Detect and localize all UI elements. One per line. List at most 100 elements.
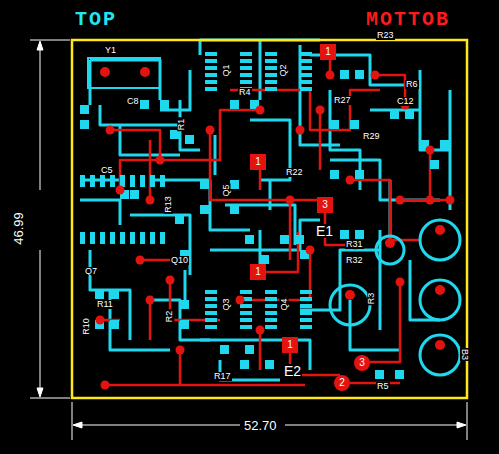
part-label: R11: [96, 300, 114, 309]
smd-pad: [245, 235, 254, 244]
pad-number: 1: [325, 47, 331, 57]
smd-pad: [240, 360, 249, 369]
via: [176, 346, 185, 355]
via: [306, 246, 315, 255]
numbered-pad: [354, 355, 370, 371]
via: [146, 196, 155, 205]
ic-pad: [110, 232, 115, 244]
via: [106, 126, 115, 135]
part-label: R3: [367, 292, 376, 306]
smd-pad: [350, 120, 359, 129]
crystal-pin: [100, 67, 110, 77]
via: [136, 256, 145, 265]
smd-pad: [390, 110, 399, 119]
smd-pad: [355, 70, 364, 79]
part-label: C12: [396, 97, 415, 106]
part-label: E1: [315, 224, 334, 238]
dimension-value: 52.70: [243, 419, 278, 432]
smd-pad: [395, 370, 404, 379]
smd-pad: [230, 100, 239, 109]
part-label: R23: [376, 31, 395, 40]
pad-number: 1: [255, 157, 261, 167]
smd-pad: [260, 255, 269, 264]
smd-pad: [295, 235, 304, 244]
ic-pad: [265, 311, 277, 315]
capacitor-pin: [345, 290, 355, 300]
ic-pad: [200, 180, 209, 189]
via: [426, 146, 435, 155]
via: [446, 196, 455, 205]
ic-pad: [300, 297, 312, 301]
ic-pad: [205, 325, 217, 329]
via: [316, 106, 325, 115]
smd-pad: [95, 290, 104, 299]
part-label: R22: [285, 168, 304, 177]
top-traces: [80, 40, 450, 380]
smd-pad: [355, 170, 364, 179]
ic-pad: [80, 232, 85, 244]
numbered-pad: [250, 154, 266, 170]
capacitor-pin: [435, 285, 445, 295]
smd-pad: [440, 140, 449, 149]
ic-pad: [100, 175, 105, 187]
ic-pad: [150, 175, 155, 187]
ic-pad: [160, 232, 165, 244]
numbered-pad: [320, 44, 336, 60]
via: [156, 156, 165, 165]
ic-pad: [240, 304, 252, 308]
ic-pad: [205, 87, 217, 91]
ic-pad: [240, 73, 252, 77]
via: [116, 186, 125, 195]
ic-pad: [240, 290, 252, 294]
ic-pad: [300, 80, 312, 84]
crystal-pin: [140, 67, 150, 77]
part-label: C8: [126, 97, 140, 106]
ic-pad: [80, 175, 85, 187]
ic-pad: [300, 59, 312, 63]
smd-pad: [180, 320, 189, 329]
capacitor-outline: [420, 335, 460, 375]
part-label: R13: [163, 195, 172, 214]
smd-pad: [340, 70, 349, 79]
ic-pad: [300, 73, 312, 77]
via: [396, 196, 405, 205]
smd-pad: [175, 215, 184, 224]
ic-pad: [265, 59, 277, 63]
numbered-pad: [250, 264, 266, 280]
smd-pad: [130, 190, 139, 199]
smd-pad: [170, 130, 179, 139]
via: [286, 196, 295, 205]
pad-number: 3: [322, 200, 328, 210]
ic-pad: [205, 311, 217, 315]
ic-pad: [205, 318, 217, 322]
ic-pad: [200, 205, 209, 214]
via: [326, 71, 335, 80]
pad-number: 1: [255, 267, 261, 277]
ic-pad: [205, 80, 217, 84]
ic-pad: [240, 325, 252, 329]
ic-pad: [130, 175, 135, 187]
smd-pad: [80, 105, 89, 114]
smd-pad: [430, 160, 439, 169]
ic-pad: [90, 175, 95, 187]
part-label: R27: [333, 96, 352, 105]
board-outline: [72, 40, 467, 398]
part-label: R4: [238, 88, 252, 97]
part-label: Q1: [221, 63, 230, 77]
layer-title: MOTTOB: [366, 10, 450, 30]
capacitor-outline: [420, 220, 460, 260]
ic-pad: [205, 304, 217, 308]
ic-pad: [300, 304, 312, 308]
smd-pad: [330, 170, 339, 179]
ic-pad: [130, 232, 135, 244]
numbered-pad: [317, 197, 333, 213]
via: [256, 106, 265, 115]
ic-pad: [205, 52, 217, 56]
part-label: Q7: [84, 267, 98, 276]
numbered-pad: [334, 375, 350, 391]
ic-pad: [240, 80, 252, 84]
smd-pad: [245, 345, 254, 354]
via: [426, 196, 435, 205]
